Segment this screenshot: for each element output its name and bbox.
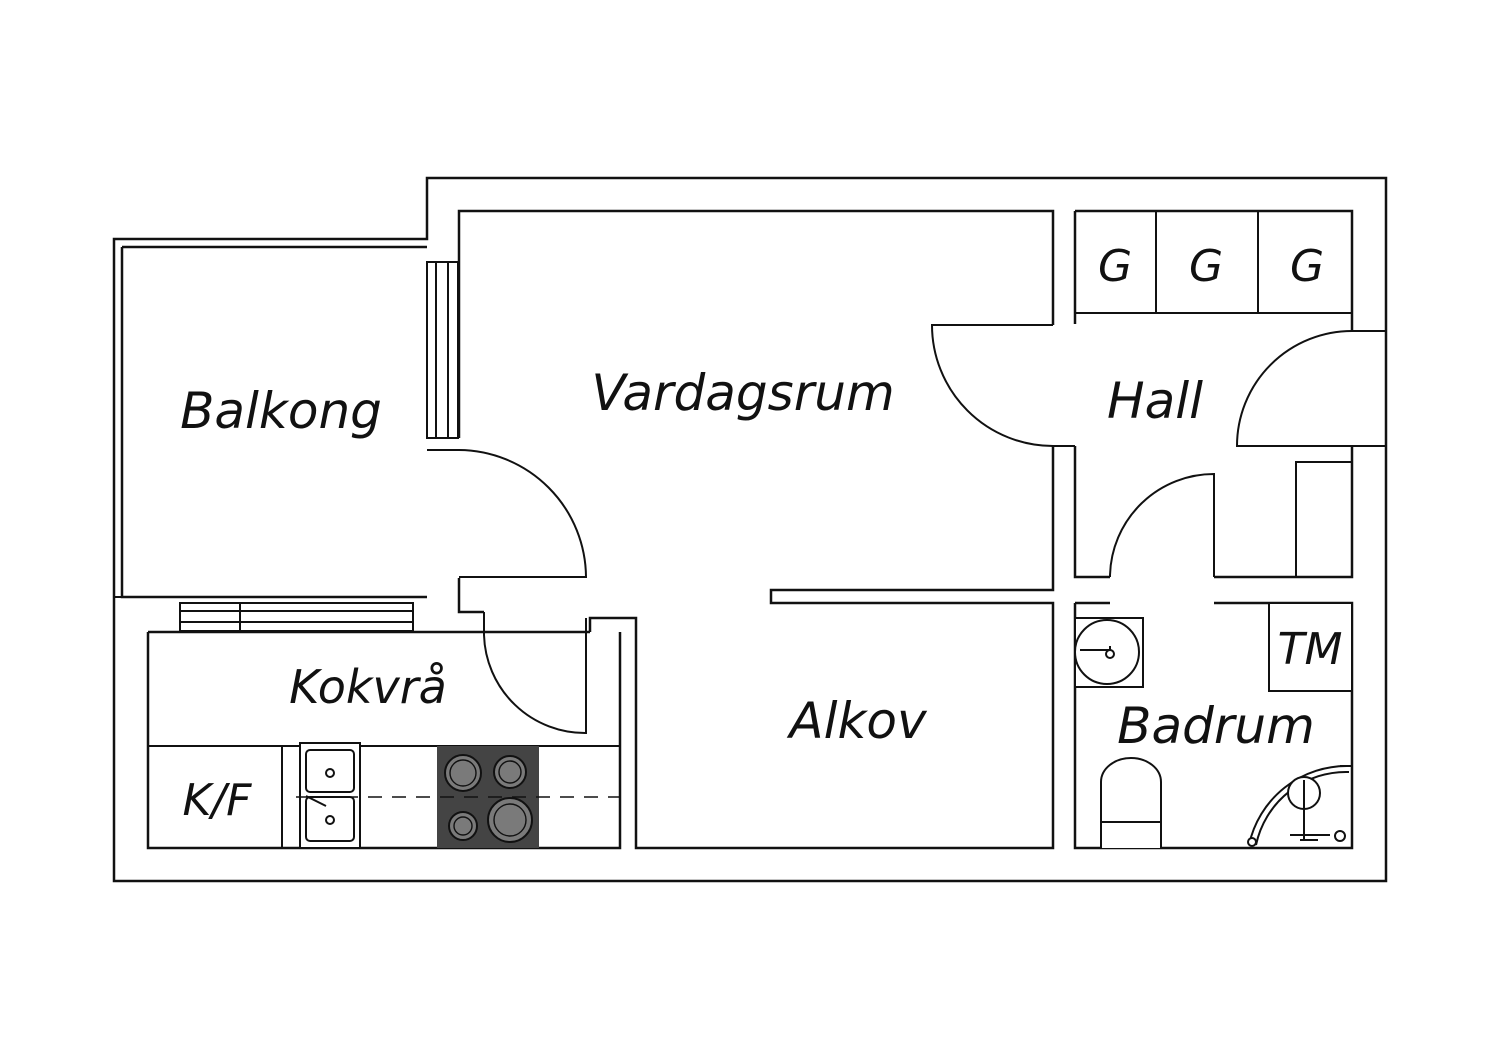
wardrobe-label-1: G xyxy=(1098,241,1132,292)
shower-icon xyxy=(1247,764,1352,847)
balcony xyxy=(114,245,459,632)
washbasin-icon xyxy=(1074,617,1144,688)
room-label-alkov: Alkov xyxy=(786,692,928,750)
door-living-hall xyxy=(930,324,1075,447)
washing-machine-label: TM xyxy=(1278,624,1343,675)
balcony-window-horizontal xyxy=(179,602,414,632)
room-label-vardagsrum: Vardagsrum xyxy=(591,364,894,422)
toilet-icon xyxy=(1100,757,1162,848)
living-room-walls xyxy=(457,209,1055,850)
room-label-balkong: Balkong xyxy=(180,382,382,440)
door-balcony xyxy=(427,449,588,578)
door-kitchen xyxy=(483,612,587,735)
hall-walls xyxy=(1073,209,1354,579)
door-bathroom xyxy=(1109,472,1215,577)
room-label-badrum: Badrum xyxy=(1117,697,1315,755)
kitchen-nook xyxy=(146,630,622,850)
balcony-window-vertical xyxy=(426,261,459,439)
room-label-hall: Hall xyxy=(1107,372,1203,430)
outer-wall xyxy=(112,176,1388,883)
room-label-kokvra: Kokvrå xyxy=(289,660,447,714)
fridge-freezer-label: K/F xyxy=(183,775,253,826)
wardrobe-label-3: G xyxy=(1290,241,1324,292)
sink-icon xyxy=(299,742,361,849)
washing-machine xyxy=(1268,602,1353,692)
door-entrance xyxy=(1235,330,1386,447)
wardrobe-label-2: G xyxy=(1189,241,1223,292)
bathroom xyxy=(1073,601,1354,850)
